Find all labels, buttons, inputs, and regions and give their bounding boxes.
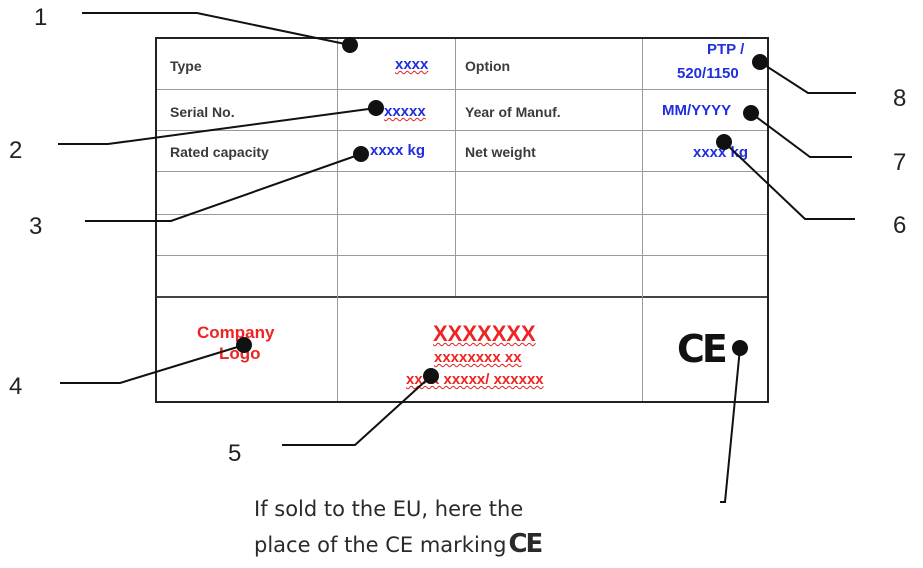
net-weight-value: xxxx kg [693,144,749,161]
grid-line [642,296,643,401]
ce-caption-line1: If sold to the EU, here the [254,497,524,521]
option-value-line1: PTP / [707,41,745,58]
grid-line [157,255,767,256]
leader-line-3 [85,153,362,222]
callout-dot-3 [353,146,369,162]
serial-number-label: Serial No. [170,104,235,120]
ce-symbol-icon: CE [508,529,543,559]
leader-line-5 [282,375,432,446]
callout-number-5: 5 [228,440,242,467]
leader-line-2 [58,107,377,145]
callout-dot-4 [236,337,252,353]
leader-line-4 [60,344,245,384]
grid-line [337,39,338,401]
ce-marking: CE [677,327,728,371]
callout-dot-ce [732,340,748,356]
callout-dot-6 [716,134,732,150]
grid-line [157,130,767,131]
net-weight-label: Net weight [465,144,536,160]
rated-capacity-label: Rated capacity [170,144,269,160]
option-label: Option [465,58,511,74]
type-label: Type [170,58,202,74]
callout-number-2: 2 [9,137,23,164]
leader-line-8 [759,61,856,94]
callout-dot-5 [423,368,439,384]
grid-line [157,214,767,215]
ce-caption-line2-wrap: place of the CE markingCE [254,527,674,563]
type-value: xxxx [395,56,429,73]
grid-line [157,171,767,172]
company-logo-line1: Company [197,323,275,342]
leader-line-6 [723,141,855,220]
leader-line-1 [82,12,351,46]
callout-number-1: 1 [34,4,48,31]
ce-caption: If sold to the EU, here the place of the… [254,492,674,563]
callout-dot-1 [342,37,358,53]
year-of-manufacture-label: Year of Manuf. [465,104,561,120]
option-value-line2: 520/1150 [677,65,739,82]
leader-line-7 [750,112,852,158]
manufacturer-line2: xxxxxxxx xx [434,349,522,366]
serial-number-value: xxxxx [384,103,426,120]
grid-line [642,39,643,296]
grid-line [455,39,456,296]
callout-number-6: 6 [893,212,907,239]
manufacturer-name: XXXXXXX [433,321,536,346]
ce-caption-line2: place of the CE marking [254,533,507,557]
year-of-manufacture-value: MM/YYYY [662,102,732,119]
grid-line [157,89,767,90]
leader-line-ce [720,347,741,503]
callout-dot-7 [743,105,759,121]
grid-line [157,296,767,298]
callout-number-8: 8 [893,85,907,112]
callout-number-4: 4 [9,373,23,400]
rated-capacity-value: xxxx kg [370,142,426,159]
callout-dot-2 [368,100,384,116]
callout-dot-8 [752,54,768,70]
callout-number-7: 7 [893,149,907,176]
manufacturer-address: xxxx xxxxx/ xxxxxx [406,371,544,388]
nameplate: Type xxxx Option PTP / 520/1150 Serial N… [155,37,769,403]
callout-number-3: 3 [29,213,43,240]
